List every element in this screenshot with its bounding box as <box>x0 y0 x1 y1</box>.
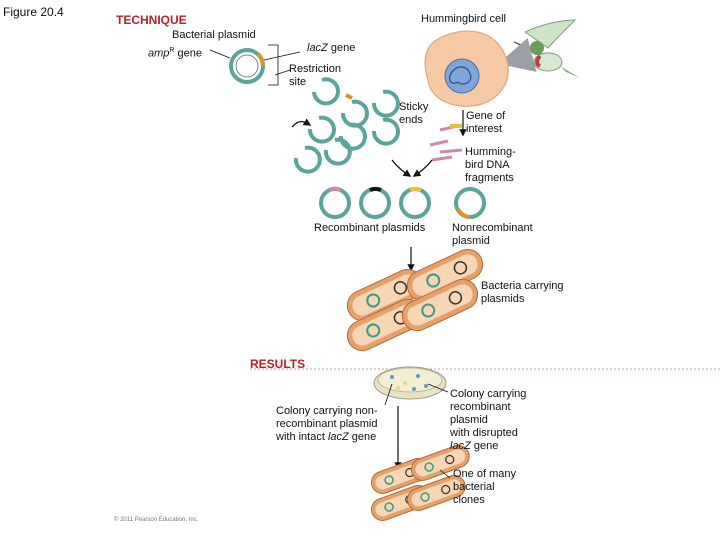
hummingbird-icon <box>513 19 580 78</box>
hummingbird-cell <box>424 30 509 107</box>
petri-dish <box>373 366 447 400</box>
label-bacterial-plasmid: Bacterial plasmid <box>172 29 256 41</box>
copyright-text: © 2011 Pearson Education, Inc. <box>114 517 199 523</box>
dna-fragment-gene <box>429 123 463 162</box>
bacterial-clones <box>370 444 470 521</box>
cut-plasmids <box>293 77 400 174</box>
technique-heading: TECHNIQUE <box>116 13 187 27</box>
label-lacz-gene: lacZ gene <box>307 42 356 54</box>
figure-label: Figure 20.4 <box>3 5 64 19</box>
label-amp-gene: ampR gene <box>148 47 202 60</box>
recombinant-plasmid-row <box>319 186 486 219</box>
label-recombinant-plasmids: Recombinant plasmids <box>314 222 426 234</box>
results-heading: RESULTS <box>250 357 306 371</box>
label-hummingbird-cell: Hummingbird cell <box>421 13 506 25</box>
bacterial-plasmid <box>229 48 265 84</box>
bacteria-group <box>346 248 484 352</box>
